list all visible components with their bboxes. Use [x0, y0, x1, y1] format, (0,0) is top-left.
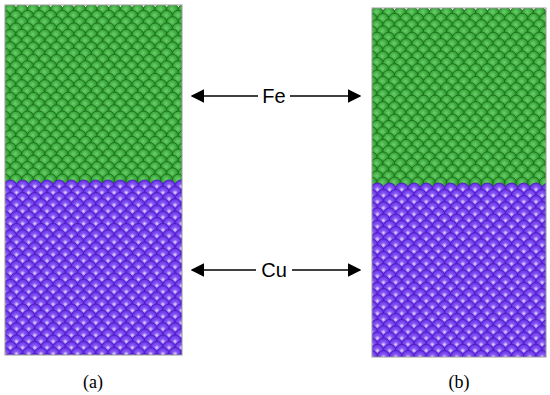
atom — [475, 350, 488, 357]
element-label: Fe — [259, 86, 288, 106]
panel-frame — [5, 5, 182, 355]
element-label: Cu — [258, 260, 290, 280]
atom — [426, 350, 439, 357]
leader-arrow — [192, 95, 258, 97]
atom — [414, 350, 427, 357]
atom — [511, 350, 524, 357]
atom — [524, 350, 537, 357]
atom — [450, 350, 463, 357]
atom — [536, 350, 546, 357]
panel-frame — [372, 8, 546, 357]
atom — [487, 350, 500, 357]
panel-label: (b) — [449, 373, 470, 391]
leader-arrow — [292, 269, 360, 271]
atom — [402, 350, 415, 357]
atom — [499, 350, 512, 357]
atom — [377, 350, 390, 357]
atom — [463, 350, 476, 357]
leader-arrow — [192, 269, 256, 271]
atom-panel — [372, 8, 546, 357]
leader-arrow — [290, 95, 360, 97]
panel-label: (a) — [83, 373, 103, 391]
atom — [389, 350, 402, 357]
atom — [438, 350, 451, 357]
atom-panel — [5, 5, 182, 355]
